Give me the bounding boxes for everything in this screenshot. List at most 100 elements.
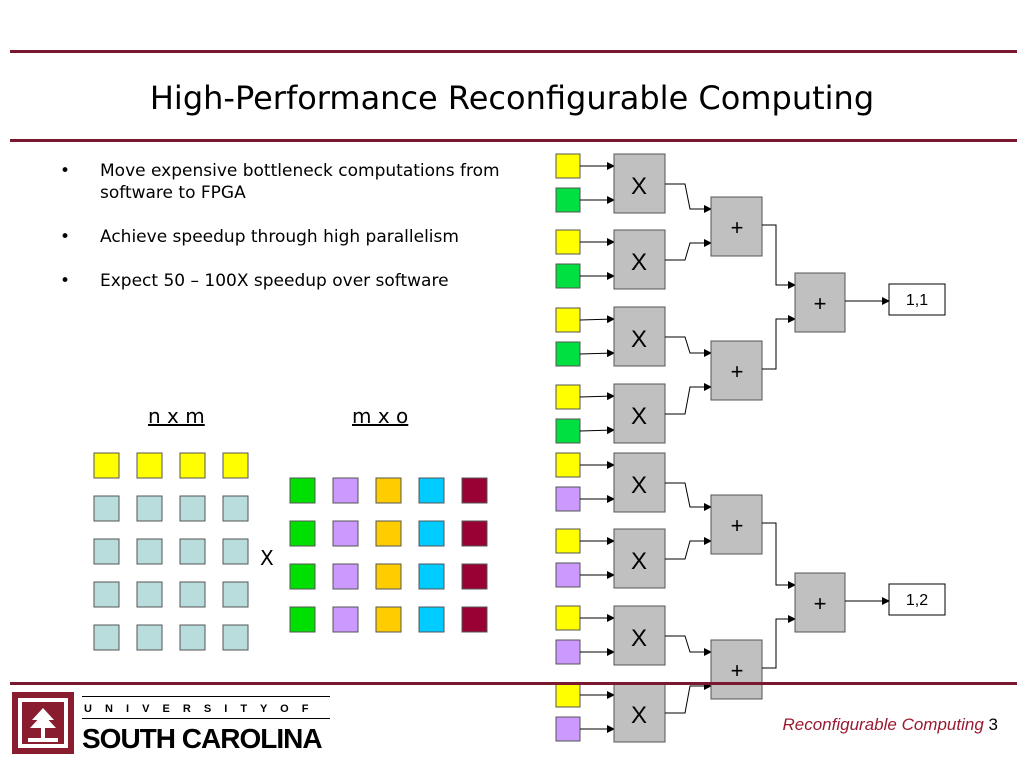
matrix-a-cell <box>93 581 120 608</box>
adder-wire <box>665 682 712 714</box>
input-cell <box>555 452 581 478</box>
matrix-b-cell <box>418 563 445 590</box>
slide-title: High-Performance Reconfigurable Computin… <box>149 79 875 117</box>
matrix-a-cell <box>136 452 163 479</box>
multiplier-symbol: X <box>631 472 647 499</box>
adder-block <box>710 494 763 555</box>
matrix-a-cell <box>136 495 163 522</box>
multiplier-symbol: X <box>631 173 647 200</box>
multiplier-block <box>613 229 666 290</box>
page-number: 3 <box>988 715 998 734</box>
adder-wire <box>665 383 712 415</box>
input-cell <box>555 639 581 665</box>
bullet-item: • Expect 50 – 100X speedup over software <box>60 270 530 292</box>
multiplier-block <box>613 153 666 214</box>
input-cell <box>555 716 581 742</box>
adder-wire <box>762 315 796 370</box>
matrix-b-cell <box>461 606 488 633</box>
adder-wire <box>665 239 712 261</box>
matrix-a-cell <box>179 452 206 479</box>
multiply-operator: X <box>260 546 274 570</box>
logo-bottom-text: SOUTH CAROLINA <box>82 723 322 754</box>
matrix-b-cell <box>461 477 488 504</box>
matrix-a-cell <box>222 581 249 608</box>
bullet-item: • Achieve speedup through high paralleli… <box>60 226 530 248</box>
matrix-b-cell <box>289 477 316 504</box>
adder-block <box>710 340 763 401</box>
input-wire <box>579 315 615 324</box>
matrix-a-cell <box>179 495 206 522</box>
matrix-a-cell <box>222 495 249 522</box>
bullet-dot: • <box>60 271 71 291</box>
input-cell <box>555 307 581 333</box>
input-cell <box>555 384 581 410</box>
multiplier-block <box>613 528 666 589</box>
output-cell <box>888 283 946 316</box>
matrix-b-cell <box>375 606 402 633</box>
matrix-a-cell <box>136 624 163 651</box>
input-cell <box>555 187 581 213</box>
top-rule <box>10 50 1017 53</box>
input-cell <box>555 528 581 554</box>
adder-wire <box>665 635 712 656</box>
multiplier-symbol: X <box>631 249 647 276</box>
input-cell <box>555 605 581 631</box>
matrix-b-cell <box>418 477 445 504</box>
matrix-b-cell <box>289 606 316 633</box>
bullet-dot: • <box>60 161 71 181</box>
multiplier-symbol: X <box>631 625 647 652</box>
adder-symbol: + <box>814 591 827 616</box>
bullet-text: Move expensive bottleneck computations f… <box>100 161 500 203</box>
course-name: Reconfigurable Computing <box>782 715 984 734</box>
multiplier-block <box>613 605 666 666</box>
adder-wire <box>762 224 796 289</box>
matrix-a-cell <box>179 538 206 565</box>
adder-block <box>794 272 846 333</box>
adder-wire <box>665 183 712 213</box>
input-cell <box>555 682 581 708</box>
bullet-text: Achieve speedup through high parallelism <box>100 227 459 247</box>
multiplier-symbol: X <box>631 326 647 353</box>
input-cell <box>555 341 581 367</box>
matrix-b-cell <box>332 477 359 504</box>
matrix-a-cell <box>93 624 120 651</box>
input-cell <box>555 153 581 179</box>
adder-wire <box>665 482 712 511</box>
adder-block <box>710 196 763 257</box>
matrix-a-label: n x m <box>148 404 205 428</box>
adder-wire <box>665 336 712 357</box>
multiplier-block <box>613 682 666 743</box>
matrix-a-cell <box>222 452 249 479</box>
multiplier-block <box>613 306 666 367</box>
palmetto-seal-icon: U N I V E R S I T Y O F SOUTH CAROLINA <box>12 692 330 754</box>
input-wire <box>579 426 615 435</box>
adder-wire <box>665 537 712 560</box>
output-cell <box>888 583 946 616</box>
matrix-a-cell <box>93 452 120 479</box>
university-logo: U N I V E R S I T Y O F SOUTH CAROLINA <box>10 690 330 760</box>
matrix-a-cell <box>179 581 206 608</box>
input-cell <box>555 486 581 512</box>
matrix-b-cell <box>375 563 402 590</box>
input-wire <box>579 392 615 401</box>
matrix-b-label: m x o <box>352 404 409 428</box>
matrix-b-cell <box>461 563 488 590</box>
output-label: 1,1 <box>906 292 928 309</box>
title-underline-rule <box>10 139 1017 142</box>
logo-top-text: U N I V E R S I T Y O F <box>84 703 314 715</box>
adder-block <box>710 639 763 700</box>
matrix-a-cell <box>136 538 163 565</box>
matrix-b-cell <box>289 563 316 590</box>
bullet-item: • Move expensive bottleneck computations… <box>60 160 530 204</box>
multiplier-symbol: X <box>631 403 647 430</box>
matrix-a-cell <box>93 538 120 565</box>
input-cell <box>555 418 581 444</box>
matrix-b-cell <box>375 520 402 547</box>
adder-symbol: + <box>731 359 744 384</box>
matrix-b-cell <box>375 477 402 504</box>
matrix-b-cell <box>332 563 359 590</box>
input-cell <box>555 263 581 289</box>
adder-symbol: + <box>731 513 744 538</box>
adder-symbol: + <box>731 658 744 683</box>
footer-label: Reconfigurable Computing 3 <box>783 715 999 735</box>
